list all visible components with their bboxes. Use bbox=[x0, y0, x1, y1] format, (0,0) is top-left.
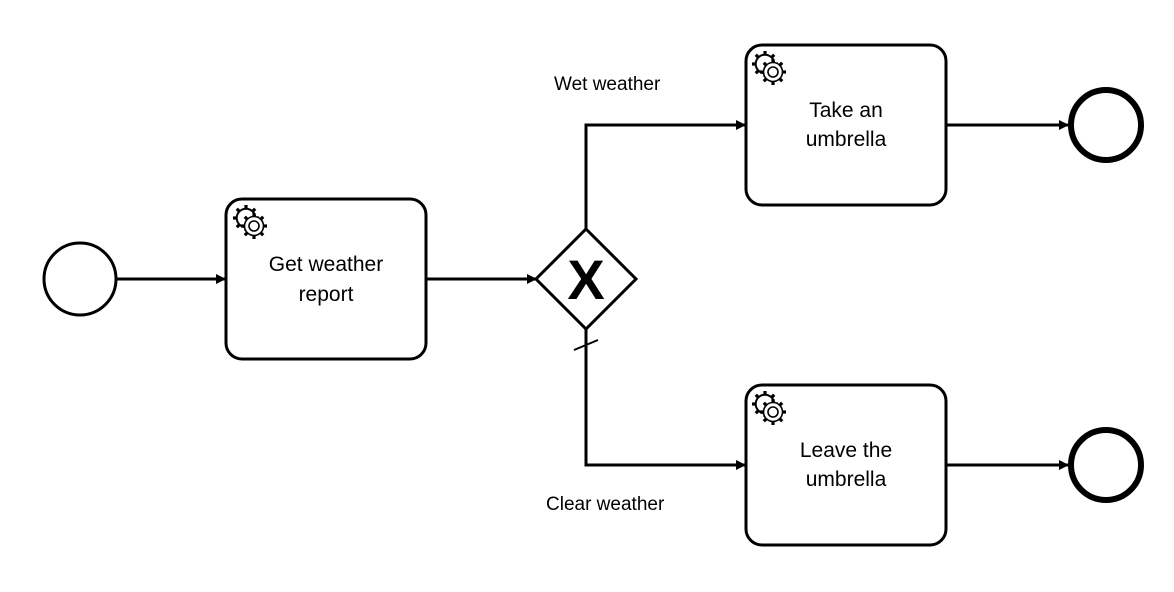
flow-label-wet-weather: Wet weather bbox=[554, 74, 661, 95]
task-label-line1: Leave the bbox=[800, 439, 892, 462]
default-flow-marker bbox=[573, 339, 599, 351]
task-label-line2: umbrella bbox=[806, 468, 887, 491]
exclusive-gateway[interactable]: X bbox=[533, 226, 639, 332]
task-label-line1: Take an bbox=[809, 99, 883, 122]
flow-label-clear-weather: Clear weather bbox=[546, 494, 665, 515]
start-event[interactable] bbox=[42, 241, 118, 317]
gateway-symbol: X bbox=[567, 248, 604, 311]
task-leave-umbrella[interactable]: Leave the umbrella bbox=[744, 383, 948, 547]
task-label-line1: Get weather bbox=[269, 253, 383, 276]
flow-clear-weather bbox=[584, 329, 746, 470]
task-take-umbrella[interactable]: Take an umbrella bbox=[744, 43, 948, 207]
task-label-line2: report bbox=[299, 283, 354, 306]
task-get-weather-report[interactable]: Get weather report bbox=[224, 197, 428, 361]
task-label-line2: umbrella bbox=[806, 128, 887, 151]
end-event-top[interactable] bbox=[1068, 87, 1144, 163]
flow-wet-weather bbox=[584, 120, 746, 229]
end-event-bottom[interactable] bbox=[1068, 427, 1144, 503]
